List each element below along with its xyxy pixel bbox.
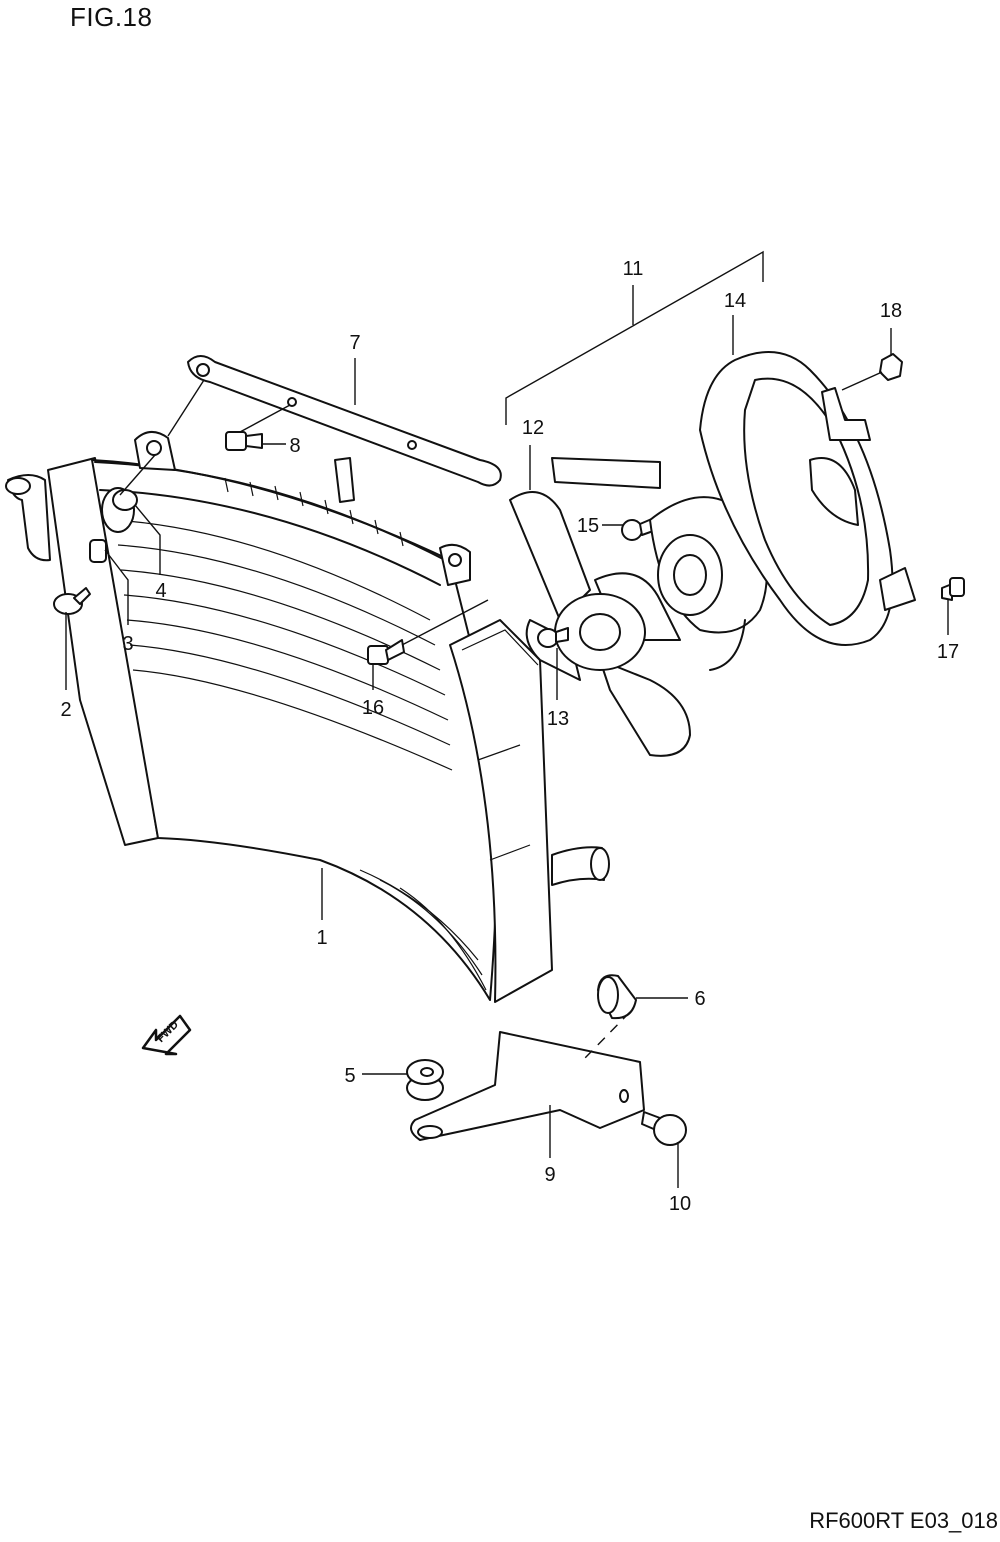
lower-bracket [410,1031,645,1141]
callout-5: 5 [344,1065,355,1087]
callout-17: 17 [937,641,959,663]
callout-6: 6 [694,988,705,1010]
callout-16: 16 [362,697,384,719]
fan-shroud [551,351,916,671]
bolt-8 [225,431,263,451]
callout-1: 1 [316,927,327,949]
callout-13: 13 [547,708,569,730]
callout-9: 9 [544,1164,555,1186]
callout-8: 8 [289,435,300,457]
reference-code: RF600RT E03_018 [809,1508,998,1533]
grommet-4 [101,487,138,533]
bolt-2 [53,587,91,615]
callout-7: 7 [349,332,360,354]
callout-11: 11 [623,258,644,280]
nut-18 [879,353,903,381]
grommet-5 [406,1059,444,1101]
collar-3 [89,539,107,563]
figure-title: FIG.18 [70,2,153,32]
radiator-stay-upper [187,355,502,487]
bolt-17 [941,577,965,601]
nut-13 [537,627,569,648]
callout-18: 18 [880,300,902,322]
callout-2: 2 [60,699,71,721]
radiator [5,431,610,1003]
bolt-16 [367,639,405,665]
callout-15: 15 [577,515,599,537]
callout-10: 10 [669,1193,691,1215]
callout-3: 3 [122,633,133,655]
callout-12: 12 [522,417,544,439]
grommet-6 [597,974,637,1020]
callout-4: 4 [155,580,166,602]
callout-14: 14 [724,290,746,312]
fwd-arrow-icon: FWD [141,1014,192,1056]
callout-labels: 1 2 3 4 5 6 7 8 9 10 11 12 13 14 15 16 1… [60,258,959,1215]
bolt-10 [641,1111,687,1146]
leader-lines [65,250,949,1188]
